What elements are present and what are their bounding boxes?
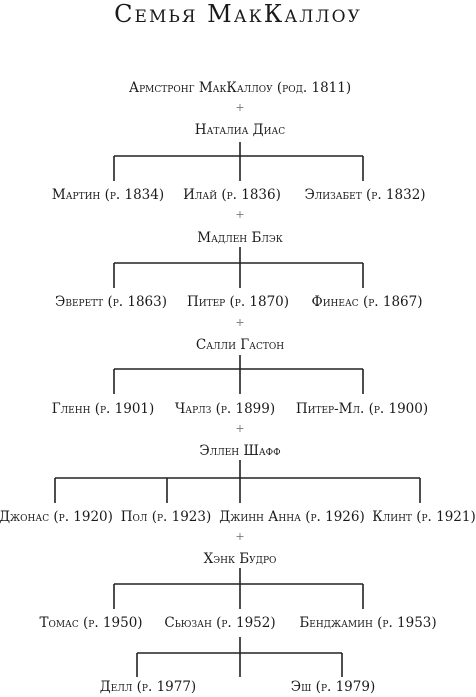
person-child: Илай (р. 1836): [183, 187, 281, 203]
person-child: Эверетт (р. 1863): [55, 294, 167, 310]
person-child: Джонас (р. 1920): [0, 509, 113, 525]
person-child: Пол (р. 1923): [120, 509, 212, 525]
person-child: Питер (р. 1870): [186, 294, 290, 310]
person-child: Финеас (р. 1867): [311, 294, 423, 310]
person-root: Армстронг МакКаллоу (род. 1811): [128, 80, 352, 96]
page-title: Семья МакКаллоу: [114, 0, 362, 28]
person-child: Мартин (р. 1834): [51, 187, 165, 203]
person-child: Клинт (р. 1921): [372, 509, 476, 525]
spouse-name: Мадлен Блэк: [197, 230, 283, 246]
marriage-plus: +: [235, 422, 245, 435]
person-child: Томас (р. 1950): [39, 615, 143, 631]
person-child: Элизабет (р. 1832): [304, 187, 426, 203]
spouse-name: Салли Гастон: [195, 337, 285, 353]
person-child: Делл (р. 1977): [99, 679, 197, 695]
person-child: Джинн Анна (р. 1926): [219, 509, 365, 525]
person-child: Питер-Мл. (р. 1900): [295, 401, 429, 417]
spouse-name: Наталиа Диас: [194, 122, 286, 138]
person-child: Бенджамин (р. 1953): [299, 615, 437, 631]
person-child: Сьюзан (р. 1952): [164, 615, 276, 631]
marriage-plus: +: [235, 530, 245, 543]
marriage-plus: +: [235, 316, 245, 329]
spouse-name: Хэнк Будро: [203, 551, 277, 567]
person-child: Чарлз (р. 1899): [174, 401, 276, 417]
spouse-name: Эллен Шафф: [199, 443, 281, 459]
marriage-plus: +: [235, 208, 245, 221]
person-child: Гленн (р. 1901): [51, 401, 155, 417]
marriage-plus: +: [235, 101, 245, 114]
person-child: Эш (р. 1979): [290, 679, 376, 695]
